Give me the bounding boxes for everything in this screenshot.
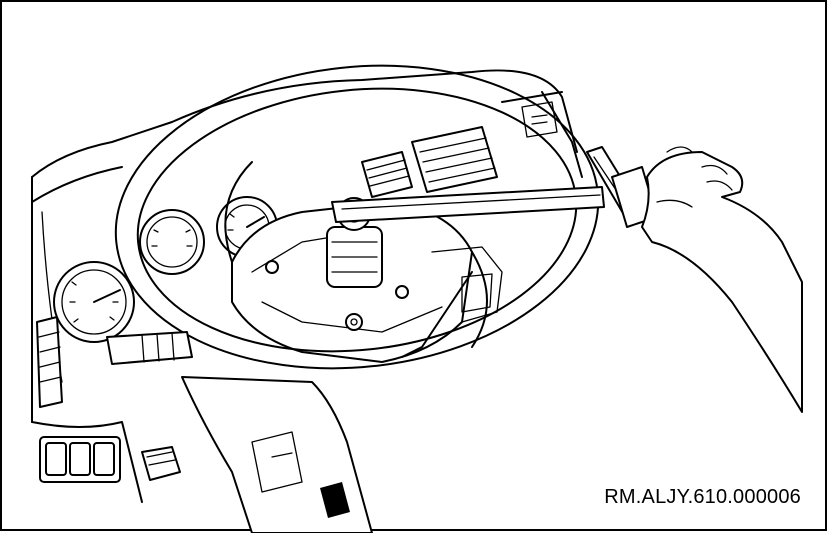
ignition-switch [141,446,181,481]
hand [641,146,803,413]
figure-reference-code: RM.ALJY.610.000006 [604,486,801,508]
air-vents [36,126,498,408]
speedometer-gauge [139,209,205,275]
dashboard [31,69,583,503]
steering-wheel-puller [331,146,658,228]
turn-signal-stalk [106,331,193,365]
switch-panel [39,331,350,518]
instrument-cluster [53,196,278,343]
